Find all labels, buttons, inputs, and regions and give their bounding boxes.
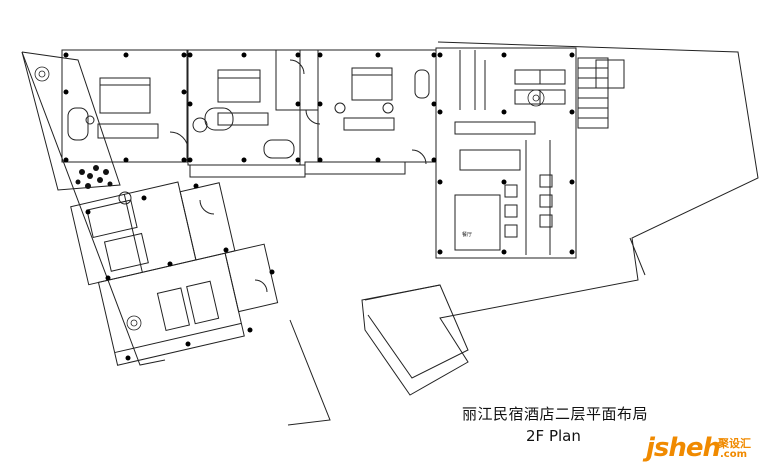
columns xyxy=(63,52,575,361)
terrace-outline xyxy=(361,41,759,396)
tree xyxy=(34,66,50,82)
tree xyxy=(527,89,545,107)
restaurant-area xyxy=(435,47,577,259)
plant-cluster xyxy=(75,165,113,189)
logo-chinese: 聚设汇 xyxy=(718,437,751,450)
logo-wordmark: jsheh xyxy=(646,433,721,463)
room-twin xyxy=(97,252,245,366)
logo-domain: .com xyxy=(720,449,748,460)
room-label: 餐厅 xyxy=(462,231,472,238)
plan-title-chinese: 丽江民宿酒店二层平面布局 xyxy=(462,405,649,423)
tree xyxy=(126,315,142,331)
room-suite-2 xyxy=(187,49,301,166)
site-boundary xyxy=(21,51,121,191)
staircase xyxy=(577,57,625,129)
watermark-logo: jsheh 聚设汇 .com xyxy=(646,433,751,463)
plan-title-english: 2F Plan xyxy=(526,427,581,445)
